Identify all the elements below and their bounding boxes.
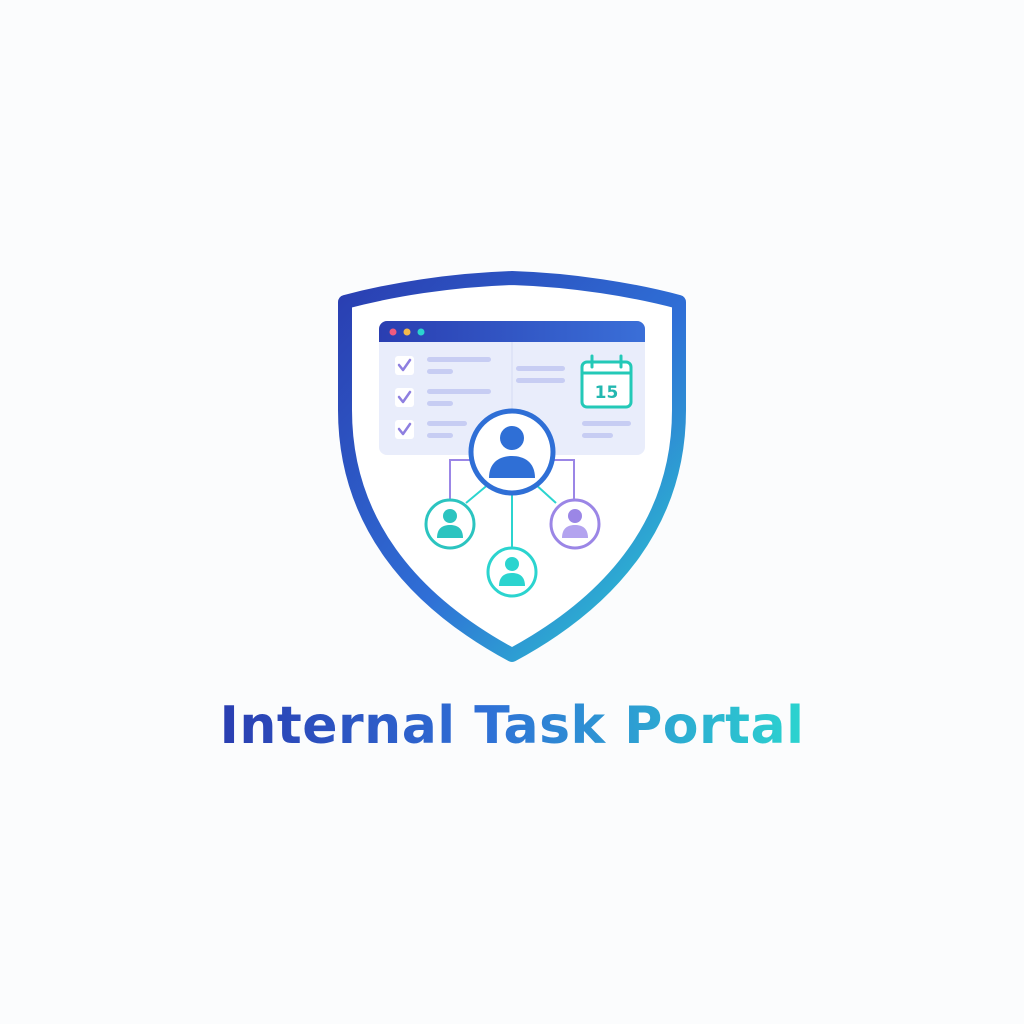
brand-wordmark: Internal Task Portal [0, 690, 1024, 762]
calendar-day: 15 [595, 383, 619, 403]
user-icon [486, 546, 538, 598]
calendar-icon: 15 [580, 354, 633, 409]
task-checklist [395, 356, 491, 439]
panel-text-lines [516, 366, 631, 438]
window-dot-red [389, 328, 397, 336]
user-icon [468, 408, 556, 496]
checkbox-icon [395, 388, 414, 407]
user-icon [424, 498, 476, 550]
window-dot-teal [417, 328, 425, 336]
user-icon [549, 498, 601, 550]
brand-name: Internal Task Portal [219, 696, 805, 756]
checkbox-icon [395, 420, 414, 439]
checkbox-icon [395, 356, 414, 375]
window-dot-yellow [403, 328, 411, 336]
